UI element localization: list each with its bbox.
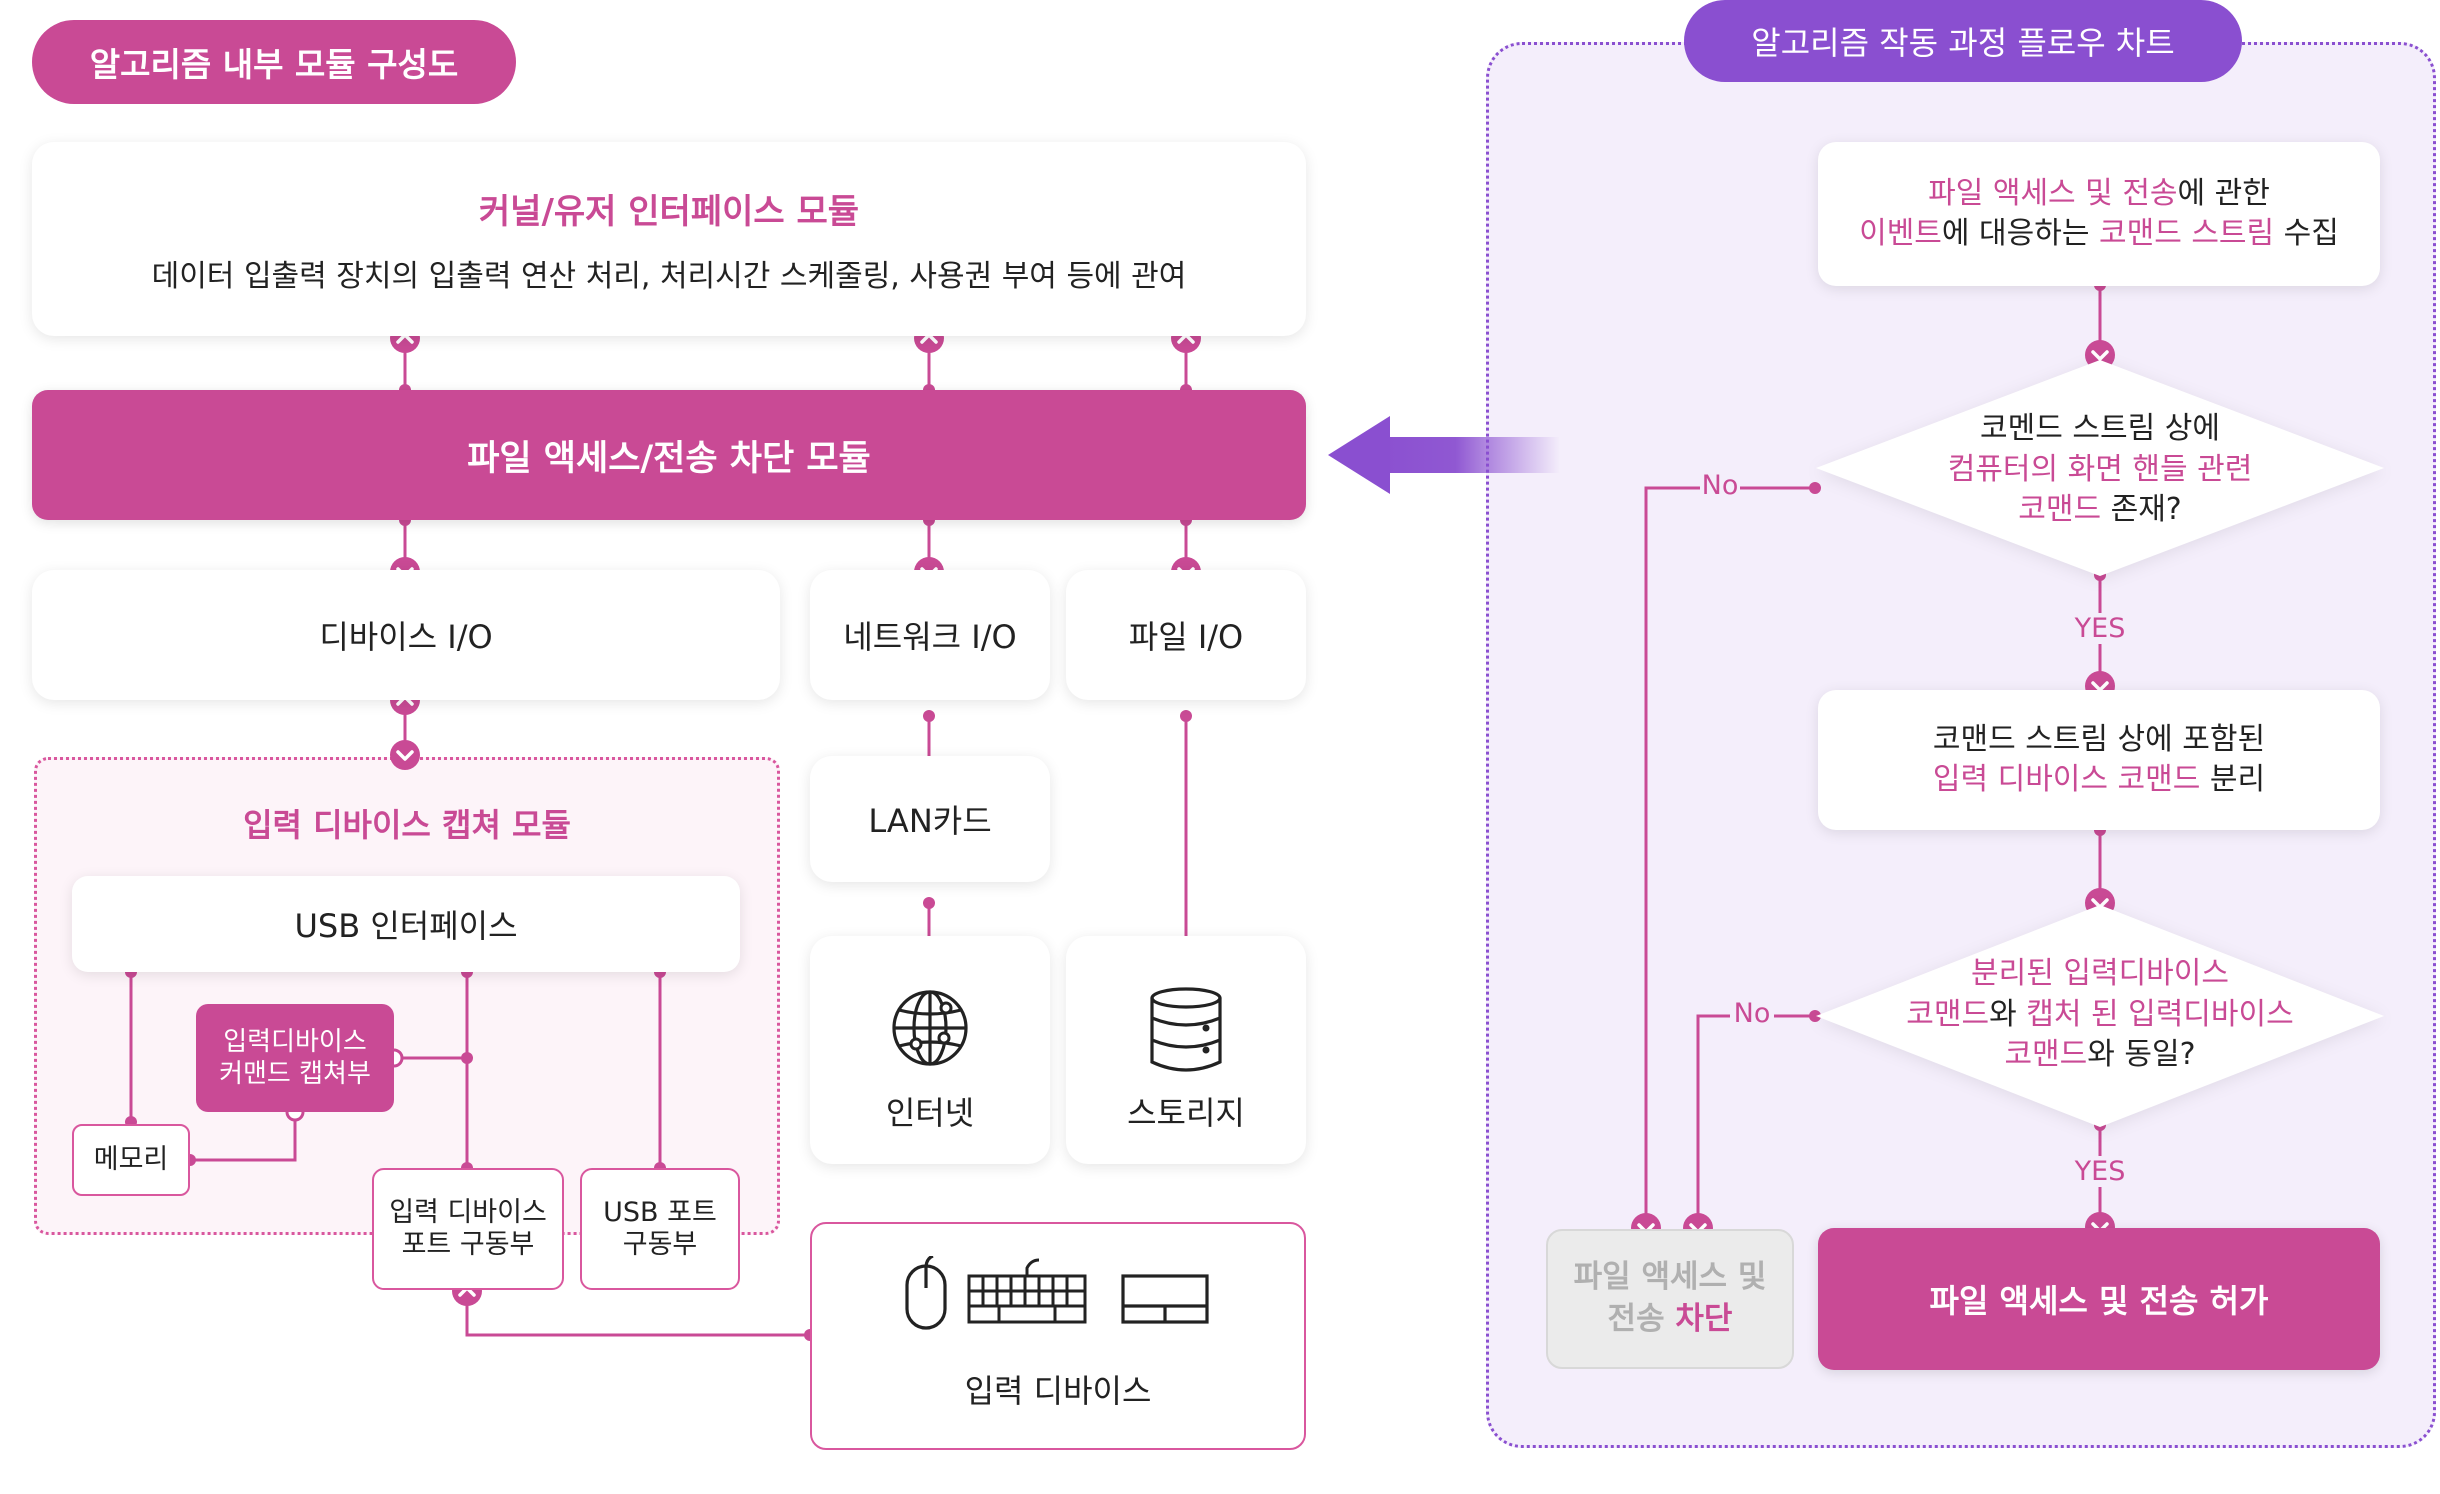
usb-port-driver-line2: 구동부 <box>622 1229 698 1260</box>
file-io-box: 파일 I/O <box>1066 570 1306 700</box>
flow-step-separate-text: 코맨드 스트림 상에 포함된 입력 디바이스 코맨드 분리 <box>1933 720 2265 801</box>
network-io-label: 네트워크 I/O <box>843 618 1017 656</box>
block-module-label: 파일 액세스/전송 차단 모듈 <box>467 438 871 479</box>
memory-label: 메모리 <box>93 1143 169 1175</box>
lan-card-label: LAN카드 <box>868 802 992 840</box>
command-capture-part-line1: 입력디바이스 <box>223 1026 367 1057</box>
capture-module-title: 입력 디바이스 캡쳐 모듈 <box>243 806 571 844</box>
no-label-2: No <box>1730 998 1774 1029</box>
database-icon <box>1150 987 1222 1072</box>
globe-icon <box>892 990 968 1066</box>
block-result-l2-b: 차단 <box>1675 1301 1733 1337</box>
collect-l2-mag2: 코맨드 스트림 <box>2099 216 2275 251</box>
decision-screen-handle: 코멘드 스트림 상에 컴퓨터의 화면 핸들 관련 코맨드 존재? <box>1870 405 2330 535</box>
device-io-box: 디바이스 I/O <box>32 570 780 700</box>
kernel-interface-module: 커널/유저 인터페이스 모듈 데이터 입출력 장치의 입출력 연산 처리, 처리… <box>32 142 1306 336</box>
file-io-label: 파일 I/O <box>1128 618 1244 656</box>
separate-l1: 코맨드 스트림 상에 포함된 <box>1932 721 2266 757</box>
device-io-label: 디바이스 I/O <box>319 618 493 656</box>
decision2-l3-rest: 와 동일? <box>2087 1037 2196 1073</box>
separate-l2-mag: 입력 디바이스 코맨드 <box>1932 762 2201 797</box>
internet-label: 인터넷 <box>885 1094 975 1132</box>
arrow-to-block-module <box>1328 416 1560 494</box>
usb-interface-box: USB 인터페이스 <box>72 876 740 972</box>
flow-step-collect: 파일 액세스 및 전송에 관한 이벤트에 대응하는 코맨드 스트림 수집 <box>1818 142 2380 286</box>
block-result-l2: 전송 차단 <box>1608 1299 1733 1341</box>
usb-interface-label: USB 인터페이스 <box>294 907 518 945</box>
decision-command-match: 분리된 입력디바이스 코맨드와 캡처 된 입력디바이스 코맨드와 동일? <box>1850 950 2350 1080</box>
storage-label: 스토리지 <box>1127 1094 1245 1132</box>
input-devices-icon <box>905 1256 1209 1330</box>
network-io-box: 네트워크 I/O <box>810 570 1050 700</box>
decision2-l2-mag1: 코맨드 <box>1906 996 1990 1032</box>
block-result-l2-a: 전송 <box>1607 1301 1676 1337</box>
collect-l1-rest: 에 관한 <box>2177 175 2270 211</box>
decision-screen-handle-text: 코멘드 스트림 상에 컴퓨터의 화면 핸들 관련 코맨드 존재? <box>1948 409 2253 531</box>
allow-result-label: 파일 액세스 및 전송 허가 <box>1929 1282 2269 1320</box>
usb-port-driver-box: USB 포트 구동부 <box>580 1168 740 1290</box>
decision1-l1: 코멘드 스트림 상에 <box>1980 411 2220 447</box>
decision2-l1: 분리된 입력디바이스 <box>1971 956 2229 992</box>
no-label-1: No <box>1700 470 1740 501</box>
collect-l2-mag1: 이벤트 <box>1859 216 1942 251</box>
input-device-label: 입력 디바이스 <box>964 1372 1152 1410</box>
collect-l2-rest: 수집 <box>2274 216 2339 251</box>
yes-label-1: YES <box>2068 613 2132 644</box>
decision2-l2-mag2: 캡처 된 입력디바이스 <box>2026 996 2294 1032</box>
internet-box: 인터넷 <box>810 936 1050 1164</box>
yes-label-2: YES <box>2068 1156 2132 1187</box>
flow-step-separate: 코맨드 스트림 상에 포함된 입력 디바이스 코맨드 분리 <box>1818 690 2380 830</box>
diagram-title: 알고리즘 내부 모듈 구성도 <box>89 45 459 84</box>
input-device-box: 입력 디바이스 <box>810 1222 1306 1450</box>
touchpad-icon <box>1121 1274 1209 1324</box>
flow-step-collect-text: 파일 액세스 및 전송에 관한 이벤트에 대응하는 코맨드 스트림 수집 <box>1859 174 2339 255</box>
usb-port-driver-line1: USB 포트 <box>603 1196 717 1228</box>
separate-l2-rest: 분리 <box>2200 762 2266 797</box>
decision2-l3-mag: 코맨드 <box>2004 1037 2088 1073</box>
result-block-box: 파일 액세스 및 전송 차단 <box>1546 1229 1794 1369</box>
flowchart-title: 알고리즘 작동 과정 플로우 차트 <box>1751 24 2175 62</box>
block-result-l1: 파일 액세스 및 <box>1573 1259 1767 1296</box>
command-capture-part: 입력디바이스 커맨드 캡쳐부 <box>196 1004 394 1112</box>
mouse-icon <box>905 1256 947 1330</box>
kernel-module-desc: 데이터 입출력 장치의 입출력 연산 처리, 처리시간 스케줄링, 사용권 부여… <box>151 258 1187 294</box>
lan-card-box: LAN카드 <box>810 756 1050 882</box>
command-capture-part-line2: 커맨드 캡쳐부 <box>219 1059 371 1089</box>
kernel-module-title: 커널/유저 인터페이스 모듈 <box>478 191 860 232</box>
keyboard-icon <box>967 1258 1087 1324</box>
decision1-l3-mag: 코맨드 <box>2018 492 2102 528</box>
block-module: 파일 액세스/전송 차단 모듈 <box>32 390 1306 520</box>
port-driver-box: 입력 디바이스 포트 구동부 <box>372 1168 564 1290</box>
decision-command-match-text: 분리된 입력디바이스 코맨드와 캡처 된 입력디바이스 코맨드와 동일? <box>1906 954 2293 1076</box>
result-allow-box: 파일 액세스 및 전송 허가 <box>1818 1228 2380 1370</box>
decision2-l2-mid: 와 <box>1989 996 2027 1032</box>
flowchart-title-badge: 알고리즘 작동 과정 플로우 차트 <box>1684 0 2242 82</box>
collect-l1-mag: 파일 액세스 및 전송 <box>1928 175 2178 211</box>
port-driver-line2: 포트 구동부 <box>401 1229 535 1260</box>
diagram-title-badge: 알고리즘 내부 모듈 구성도 <box>32 20 516 104</box>
memory-box: 메모리 <box>72 1124 190 1196</box>
port-driver-line1: 입력 디바이스 <box>389 1196 547 1228</box>
storage-box: 스토리지 <box>1066 936 1306 1164</box>
collect-l2-mid: 에 대응하는 <box>1941 216 2099 251</box>
decision1-l3-rest: 존재? <box>2101 492 2182 528</box>
decision1-l2: 컴퓨터의 화면 핸들 관련 <box>1947 451 2253 487</box>
